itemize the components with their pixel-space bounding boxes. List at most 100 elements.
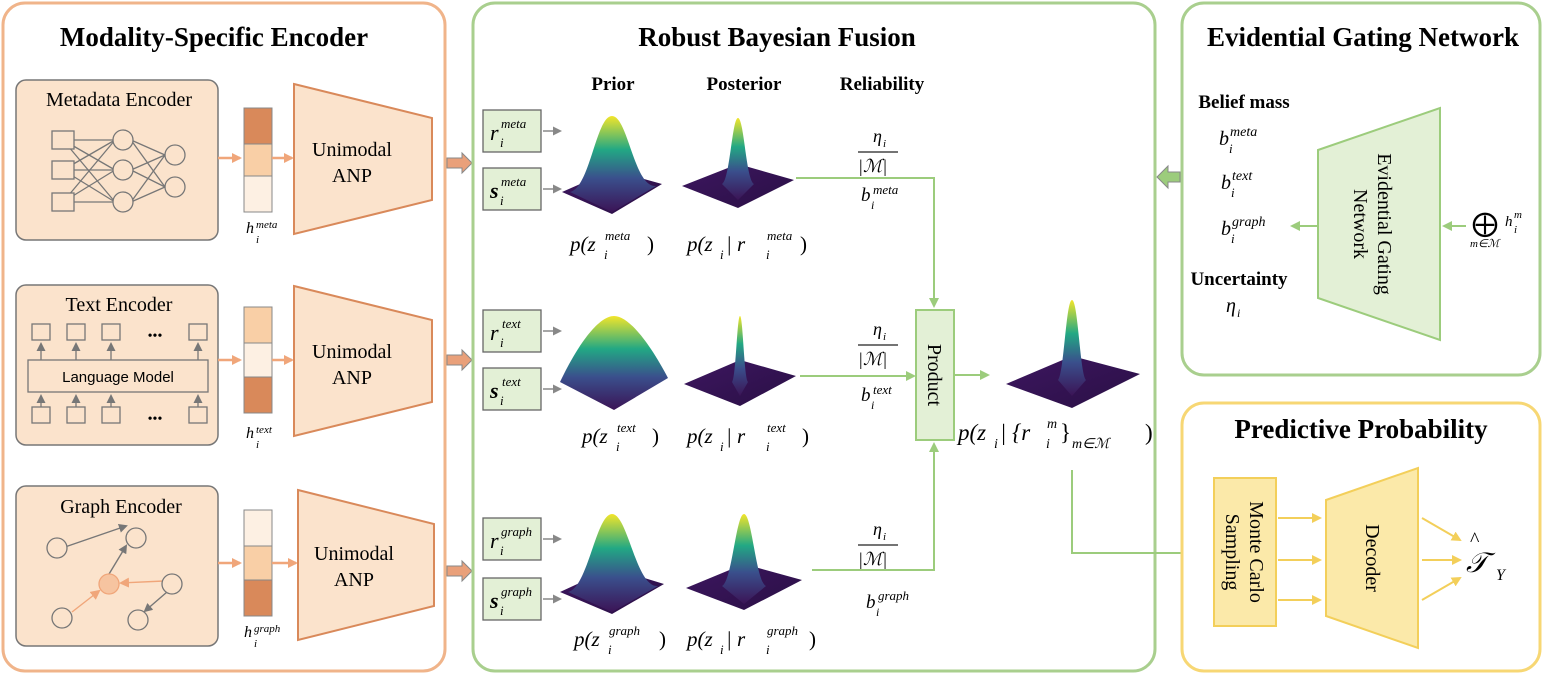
neural-network-icon [51,129,186,213]
svg-text:text: text [873,382,892,397]
svg-text:i: i [1231,185,1235,200]
svg-text:Unimodal: Unimodal [312,139,392,161]
graph-encoder-label: Graph Encoder [60,496,182,518]
svg-text:Sampling: Sampling [1221,514,1243,591]
evidential-gating-trapezoid: Evidential Gating Network [1317,106,1441,342]
svg-text:i: i [994,437,998,452]
svg-text:i: i [608,642,612,657]
svg-text:i: i [883,331,886,343]
svg-text:i: i [871,198,874,212]
fusion-panel-title: Robust Bayesian Fusion [638,22,916,52]
reliability-meta: η i |ℳ| b i meta [858,126,899,212]
svg-text:i: i [256,439,259,451]
reliability-graph: η i |ℳ| b i graph [858,519,909,619]
product-box: Product [915,309,955,441]
belief-meta: b i meta [1219,125,1257,156]
r-text-box: r i text [482,309,542,353]
s-meta-box: s i meta [482,167,542,211]
belief-mass-label: Belief mass [1198,92,1289,113]
block-arrow-meta [446,151,473,175]
svg-text:): ) [802,424,809,448]
anp-text: Unimodal ANP [293,284,433,438]
svg-text:meta: meta [501,116,527,131]
svg-text:): ) [647,232,654,256]
s-graph-box: s i graph [482,577,542,621]
svg-text:text: text [617,420,636,435]
svg-text:i: i [1514,224,1517,236]
svg-text:i: i [883,531,886,543]
svg-text:s: s [489,178,499,203]
svg-text:text: text [767,420,786,435]
svg-text:i: i [616,439,620,454]
svg-text:i: i [766,642,770,657]
svg-text:p(z: p(z [685,627,713,651]
block-arrow-text [446,348,473,372]
svg-text:| r: | r [726,232,746,256]
label-prior-text: p(z i text ) [580,420,659,454]
block-arrow-gating-to-fusion [1156,164,1181,190]
svg-text:| {r: | {r [1000,420,1031,445]
svg-text:Network: Network [1349,189,1371,259]
svg-text:ANP: ANP [332,165,372,187]
oplus-h-input: ⨁ m∈ℳ h m i [1470,209,1522,250]
svg-text:text: text [256,424,273,436]
svg-text:|ℳ|: |ℳ| [858,549,887,569]
svg-text:s: s [489,588,499,613]
svg-text:): ) [659,627,666,651]
svg-text:h: h [244,624,252,641]
svg-text:m∈ℳ: m∈ℳ [1470,238,1502,250]
svg-text:|ℳ|: |ℳ| [858,349,887,369]
svg-text:i: i [500,135,504,150]
encoder-panel-title: Modality-Specific Encoder [60,22,368,52]
uncertainty-eta: η i [1226,295,1240,320]
svg-text:r: r [490,528,499,553]
col-prior: Prior [591,74,635,95]
surface-prior-meta [562,116,662,214]
text-dots-bottom: ••• [148,412,163,427]
svg-text:| r: | r [726,424,746,448]
svg-text:graph: graph [501,524,532,539]
label-post-graph: p(z i | r i graph ) [685,623,816,657]
svg-text:): ) [652,424,659,448]
svg-text:i: i [256,234,259,246]
svg-text:^: ^ [1470,529,1480,551]
surface-prior-graph [560,514,664,614]
label-post-meta: p(z i | r i meta ) [685,228,807,262]
svg-text:h: h [246,425,254,442]
h-graph-label: h i graph [244,623,281,650]
gating-panel-title: Evidential Gating Network [1207,22,1519,52]
svg-text:ANP: ANP [332,367,372,389]
svg-text:η: η [1226,295,1236,317]
svg-text:i: i [1046,437,1050,452]
svg-text:p(z: p(z [956,420,986,445]
svg-text:graph: graph [501,584,532,599]
decoder-to-output-arrows [1421,517,1462,601]
svg-text:graph: graph [254,623,281,635]
svg-text:i: i [500,543,504,558]
s-text-box: s i text [482,367,542,411]
svg-text:meta: meta [501,174,527,189]
decoder-trapezoid: Decoder [1325,466,1419,650]
svg-text:i: i [1229,141,1233,156]
svg-text:meta: meta [256,219,278,231]
anp-meta: Unimodal ANP [293,82,433,236]
svg-text:Y: Y [1496,567,1507,584]
svg-text:meta: meta [767,228,793,243]
svg-text:): ) [1145,420,1153,445]
label-joint-posterior: p(z i | {r i m } m∈ℳ ) [956,417,1153,452]
svg-text:b: b [1219,128,1229,150]
surface-prior-text [560,316,668,410]
svg-text:η: η [873,519,882,539]
text-embedding-vector [243,306,273,414]
svg-text:text: text [1232,169,1253,184]
svg-text:meta: meta [873,182,899,197]
reliability-text: η i |ℳ| b i text [858,319,898,412]
svg-text:p(z: p(z [685,424,713,448]
meta-embedding-vector [243,107,273,213]
svg-text:η: η [873,126,882,146]
surface-joint [1006,300,1140,408]
surface-post-meta [682,118,794,208]
svg-text:i: i [604,247,608,262]
svg-text:graph: graph [767,623,798,638]
